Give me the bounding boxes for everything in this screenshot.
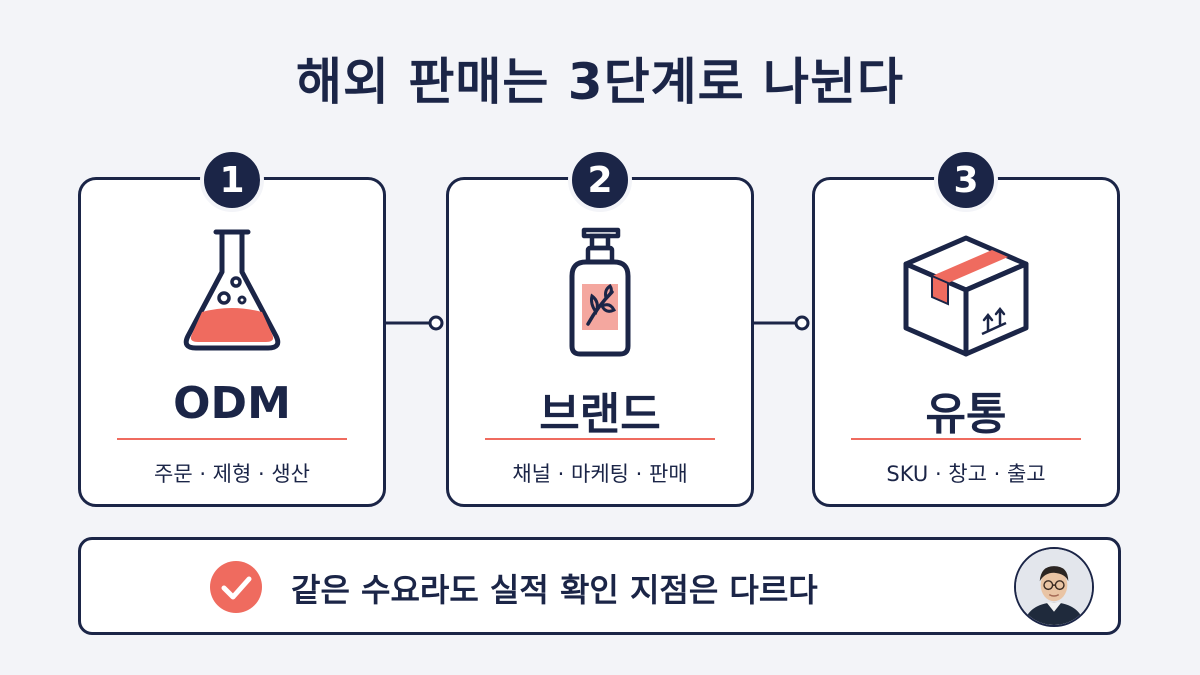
summary-banner: 같은 수요라도 실적 확인 지점은 다르다: [78, 537, 1121, 635]
check-circle-icon: [209, 560, 263, 614]
step-subtitle: 채널 · 마케팅 · 판매: [449, 458, 751, 488]
step-card-brand: 2 브랜드 채널 · 마케팅 · 판매: [446, 177, 754, 507]
divider: [117, 438, 347, 440]
step-number-badge: 1: [200, 148, 264, 212]
divider: [851, 438, 1081, 440]
divider: [485, 438, 715, 440]
step-title: 유통: [815, 378, 1117, 442]
step-title: 브랜드: [449, 378, 751, 442]
pump-bottle-icon: [540, 220, 660, 360]
avatar: [1014, 547, 1094, 627]
step-number-badge: 3: [934, 148, 998, 212]
step-subtitle: SKU · 창고 · 출고: [815, 458, 1117, 488]
box-icon: [896, 220, 1036, 360]
presenter-portrait-icon: [1016, 549, 1092, 625]
summary-text: 같은 수요라도 실적 확인 지점은 다르다: [291, 565, 818, 611]
step-number-badge: 2: [568, 148, 632, 212]
connector-line: [386, 312, 446, 334]
step-card-distribution: 3 유통 SKU · 창고 · 출고: [812, 177, 1120, 507]
step-card-odm: 1 ODM 주문 · 제형 · 생산: [78, 177, 386, 507]
connector-line: [752, 312, 812, 334]
flask-icon: [172, 220, 292, 360]
page-title: 해외 판매는 3단계로 나뉜다: [0, 42, 1200, 114]
step-title: ODM: [81, 378, 383, 429]
step-subtitle: 주문 · 제형 · 생산: [81, 458, 383, 488]
